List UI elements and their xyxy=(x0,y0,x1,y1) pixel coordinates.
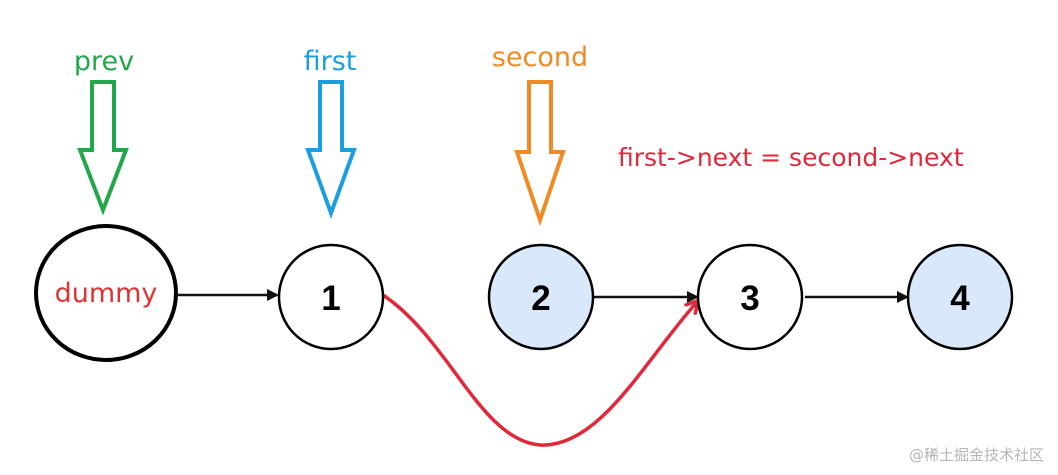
second-pointer-arrow xyxy=(514,80,566,227)
redirect-arrow-1-to-3 xyxy=(382,293,697,447)
prev-pointer-arrow xyxy=(77,80,129,216)
node-4-label: 4 xyxy=(950,279,970,318)
second-label: second xyxy=(492,42,588,73)
node-3-label: 3 xyxy=(740,279,759,318)
prev-label: prev xyxy=(74,46,134,77)
node-dummy-label: dummy xyxy=(55,278,158,309)
node-dummy xyxy=(34,224,178,362)
node-2 xyxy=(487,243,595,351)
node-3 xyxy=(696,243,804,351)
assignment-annotation: first->next = second->next xyxy=(618,143,964,172)
first-label: first xyxy=(304,46,357,77)
node-2-label: 2 xyxy=(531,279,550,318)
watermark: @稀土掘金技术社区 xyxy=(908,446,1044,464)
first-pointer-arrow xyxy=(305,80,357,219)
node-1 xyxy=(277,243,385,351)
node-1-label: 1 xyxy=(321,279,340,318)
node-4 xyxy=(906,243,1014,351)
